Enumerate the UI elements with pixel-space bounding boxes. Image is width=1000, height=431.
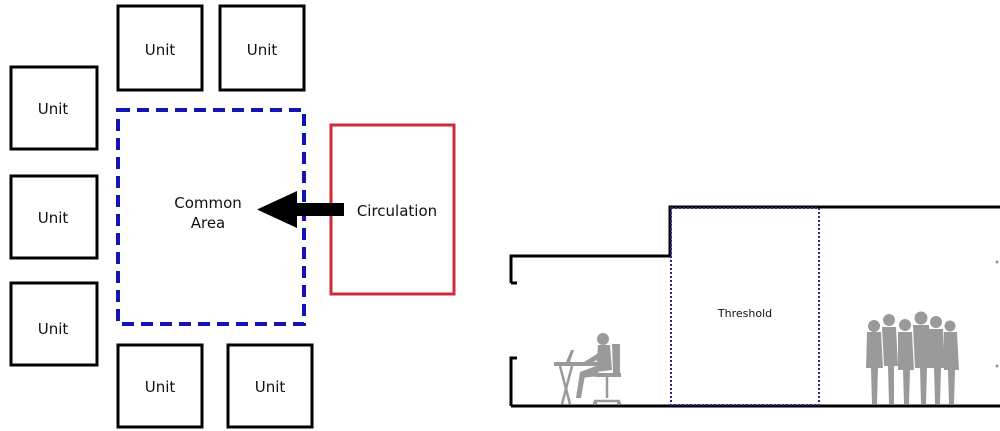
unit-label: Unit	[38, 209, 69, 227]
section-diagram: Threshold	[509, 205, 1000, 408]
threshold-box	[670, 207, 820, 406]
unit-box-bottom-1	[116, 343, 204, 429]
common-area-box	[116, 108, 306, 326]
unit-box-left-2	[9, 174, 99, 260]
unit-label: Unit	[38, 100, 69, 118]
unit-label: Unit	[247, 41, 278, 59]
unit-box-bottom-2	[226, 343, 314, 429]
threshold-label: Threshold	[717, 307, 772, 320]
circulation-label: Circulation	[357, 202, 437, 220]
arrow-left-icon	[257, 191, 344, 228]
person-at-desk-silhouette	[554, 333, 621, 405]
section-wall-lower	[509, 356, 517, 406]
common-area-label-line1: Common	[174, 194, 242, 212]
unit-label: Unit	[145, 41, 176, 59]
unit-box-top-1	[116, 4, 204, 92]
unit-box-left-3	[9, 281, 99, 367]
common-area-label-line2: Area	[191, 214, 226, 232]
people-group-silhouette	[866, 311, 959, 404]
section-outline	[509, 205, 1000, 283]
unit-box-left-1	[9, 65, 99, 151]
unit-label: Unit	[255, 378, 286, 396]
unit-label: Unit	[145, 378, 176, 396]
unit-label: Unit	[38, 320, 69, 338]
plan-diagram: Unit Unit Unit Unit Unit Unit Unit Commo…	[9, 4, 456, 429]
unit-box-top-2	[218, 4, 306, 92]
